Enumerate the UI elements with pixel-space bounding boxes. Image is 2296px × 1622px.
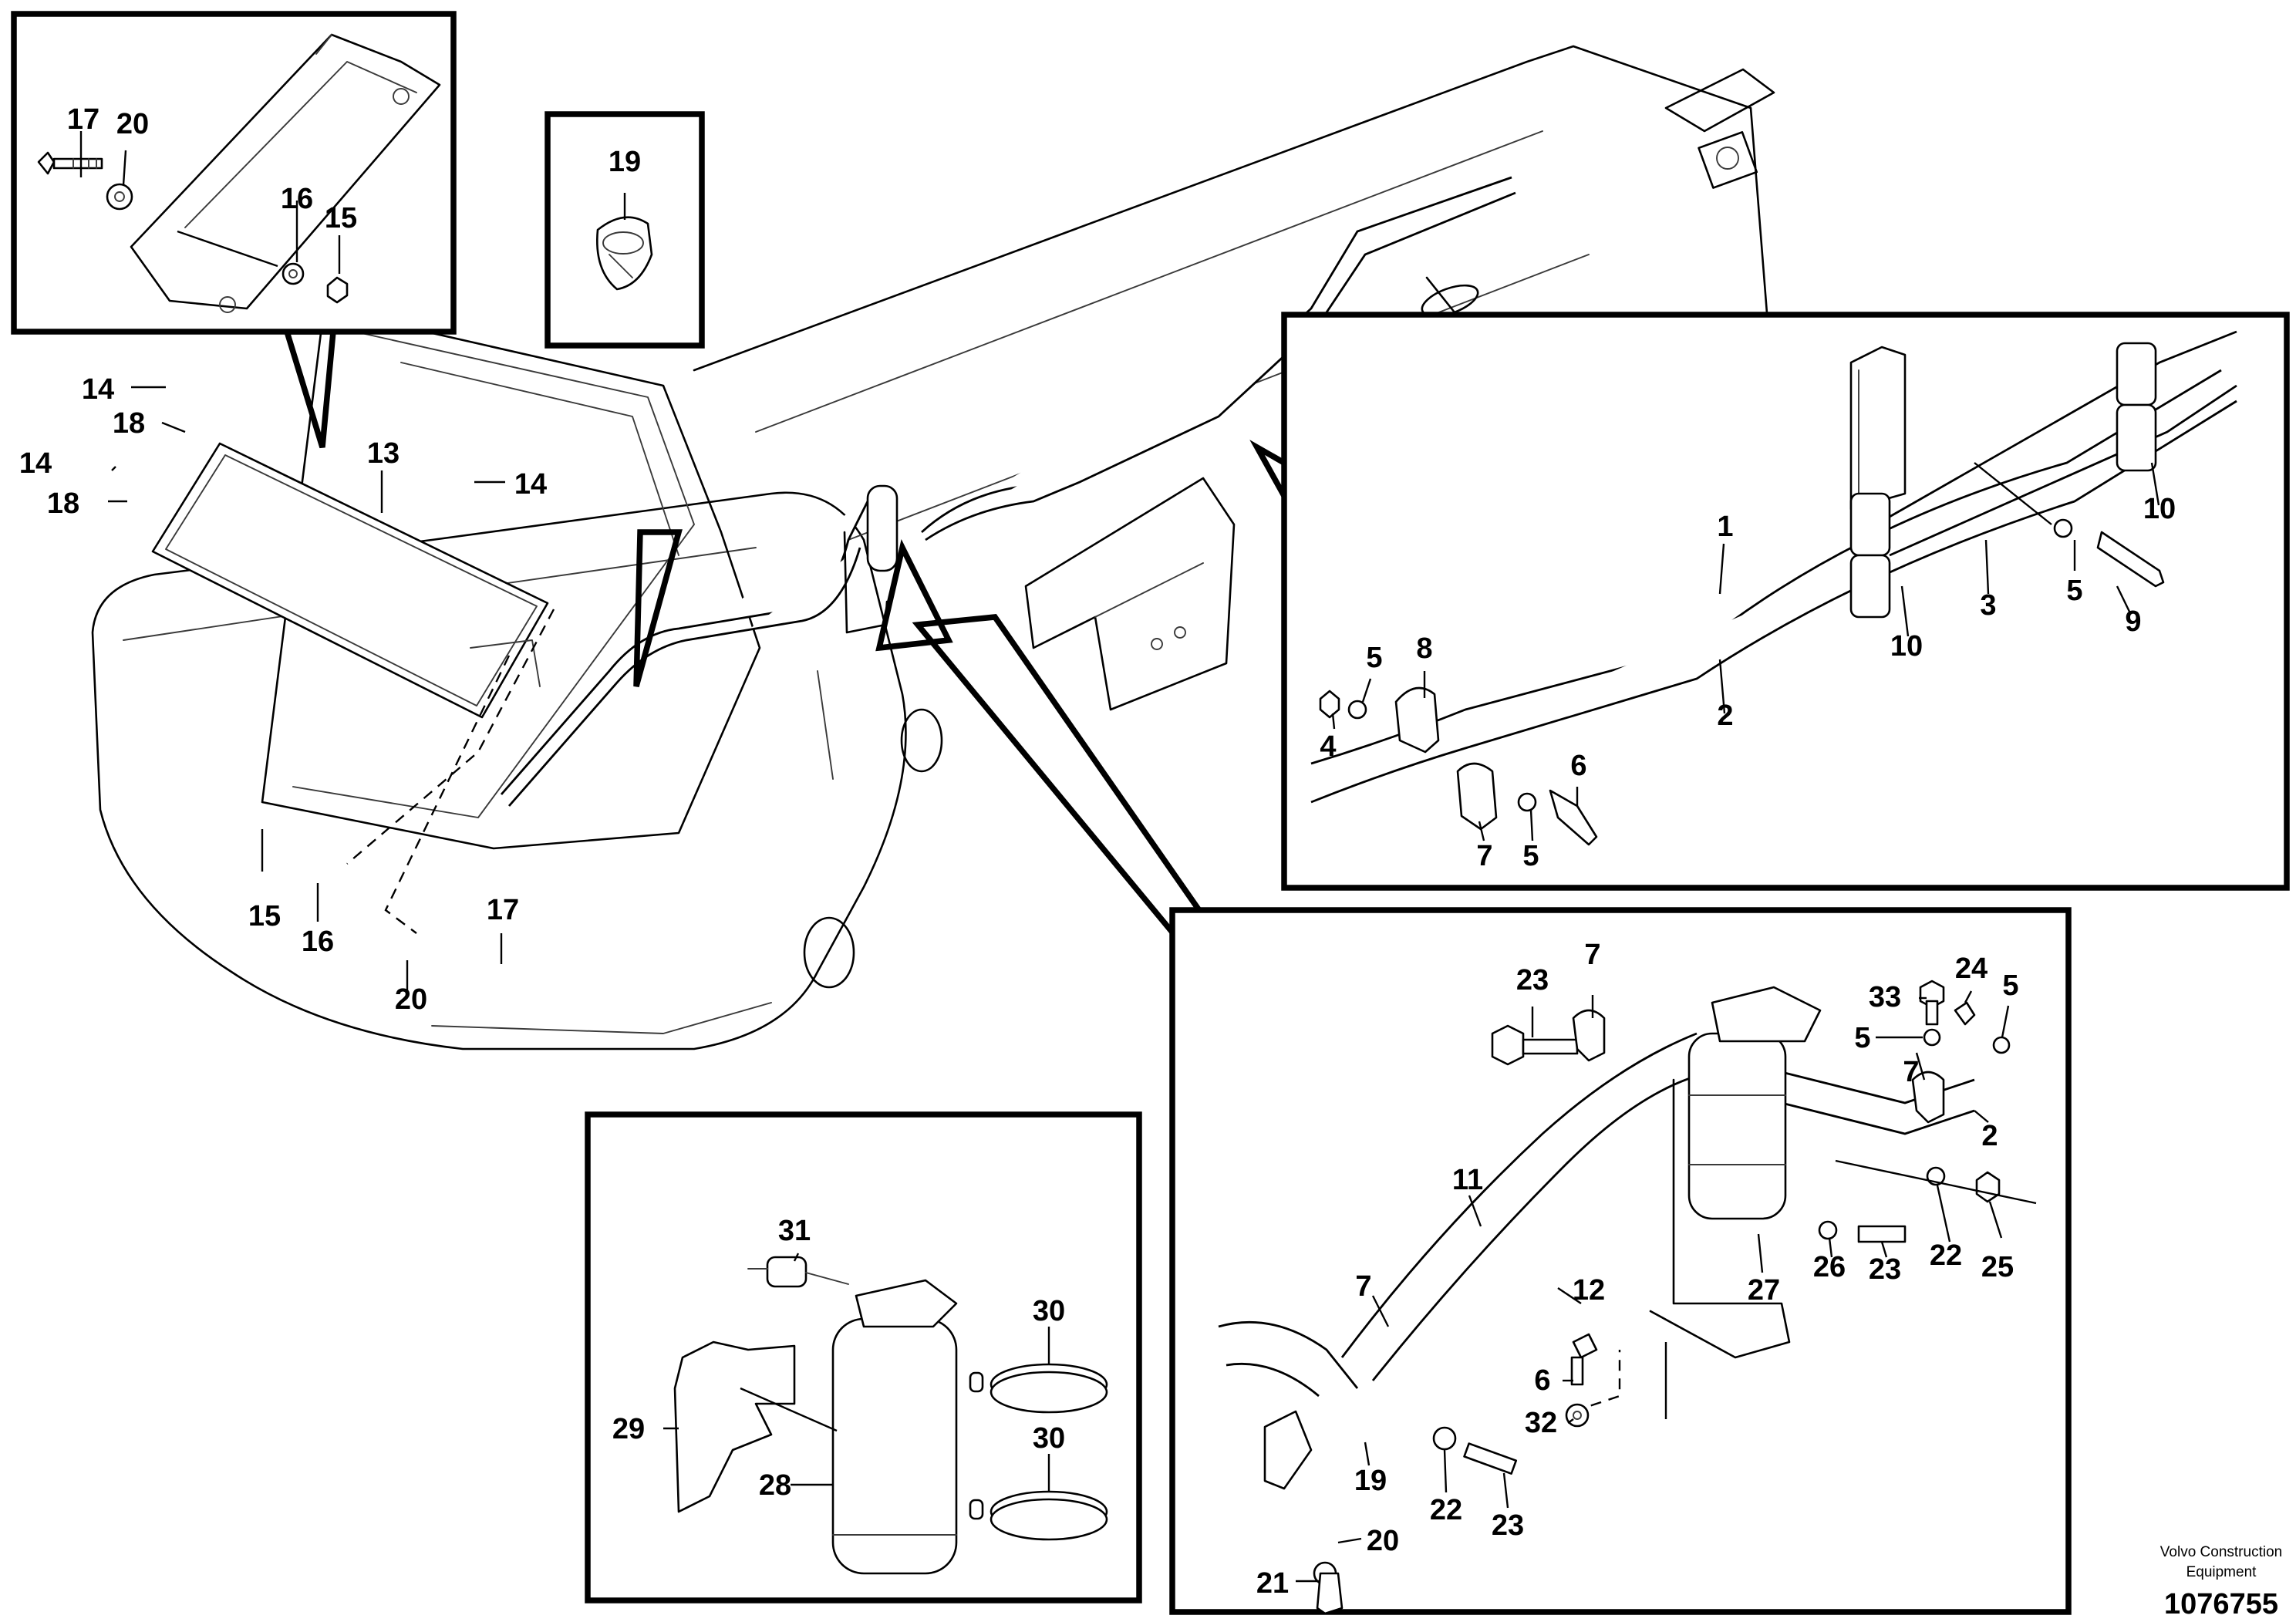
inset-drier-assembly-art (1218, 980, 2037, 1615)
callout-numbers: 17 20 16 15 19 14 18 14 18 13 14 15 16 1… (19, 103, 2176, 1600)
callout-14: 14 (514, 468, 547, 501)
callout-20: 20 (116, 108, 149, 140)
callout-26: 26 (1813, 1251, 1846, 1283)
callout-9: 9 (2125, 605, 2141, 638)
callout-22: 22 (1430, 1494, 1462, 1526)
inset-bolt-detail-art (37, 33, 441, 313)
inset-frame-grommet (544, 111, 705, 349)
callout-10: 10 (1890, 630, 1923, 663)
callout-7: 7 (1584, 939, 1600, 971)
callout-3: 3 (1980, 589, 1996, 622)
callout-8: 8 (1416, 632, 1432, 665)
callout-20: 20 (1367, 1525, 1399, 1557)
inset-hose-clamp-art (1310, 330, 2237, 846)
inset-frame-bolt-detail (11, 11, 457, 335)
callout-16: 16 (302, 926, 334, 958)
callout-19: 19 (609, 146, 641, 178)
callout-5: 5 (1366, 642, 1382, 674)
callout-17: 17 (487, 894, 519, 926)
company-name-line1: Volvo Construction (2160, 1544, 2282, 1560)
callout-28: 28 (759, 1469, 791, 1502)
callout-21: 21 (1256, 1567, 1289, 1600)
callout-30: 30 (1033, 1422, 1065, 1455)
callout-5: 5 (2002, 969, 2018, 1002)
drawing-number: 1076755 (2164, 1588, 2278, 1620)
callout-23: 23 (1492, 1509, 1524, 1542)
machine-frame-artwork (91, 45, 1775, 1050)
callout-29: 29 (612, 1413, 645, 1445)
inset-frame-drier-assembly (1169, 907, 2072, 1615)
drawing-footer: Volvo Construction Equipment 1076755 (2160, 1544, 2282, 1620)
callout-27: 27 (1748, 1274, 1780, 1307)
callout-32: 32 (1525, 1407, 1557, 1439)
callout-16: 16 (281, 183, 313, 215)
callout-6: 6 (1534, 1364, 1550, 1397)
inset-drier-parts-art (673, 1256, 1108, 1575)
callout-15: 15 (325, 202, 357, 234)
callout-2: 2 (1717, 700, 1733, 732)
callout-10: 10 (2143, 493, 2176, 525)
callout-frames (11, 11, 2290, 1615)
callout-17: 17 (67, 103, 99, 136)
leader-lines (79, 131, 2160, 1583)
callout-24: 24 (1955, 953, 1988, 985)
callout-4: 4 (1320, 730, 1336, 763)
callout-19: 19 (1354, 1465, 1387, 1497)
callout-11: 11 (1452, 1164, 1483, 1196)
callout-7: 7 (1903, 1056, 1919, 1088)
callout-5: 5 (1854, 1022, 1870, 1054)
callout-31: 31 (778, 1215, 811, 1247)
callout-14: 14 (19, 447, 52, 480)
company-name-line2: Equipment (2186, 1564, 2257, 1580)
callout-5: 5 (1522, 840, 1539, 872)
callout-6: 6 (1570, 750, 1586, 782)
callout-18: 18 (113, 407, 145, 440)
callout-2: 2 (1981, 1120, 1998, 1152)
callout-23: 23 (1516, 964, 1549, 996)
callout-30: 30 (1033, 1295, 1065, 1327)
callout-5: 5 (2066, 575, 2082, 607)
callout-14: 14 (82, 373, 114, 406)
callout-13: 13 (367, 437, 400, 470)
callout-7: 7 (1355, 1270, 1371, 1303)
callout-33: 33 (1869, 981, 1901, 1013)
callout-22: 22 (1930, 1239, 1962, 1272)
callout-23: 23 (1869, 1253, 1901, 1286)
callout-18: 18 (47, 487, 79, 520)
callout-15: 15 (248, 900, 281, 932)
callout-7: 7 (1476, 840, 1492, 872)
callout-20: 20 (395, 983, 427, 1016)
callout-12: 12 (1573, 1274, 1605, 1307)
callout-25: 25 (1981, 1251, 2014, 1283)
callout-1: 1 (1717, 511, 1733, 543)
